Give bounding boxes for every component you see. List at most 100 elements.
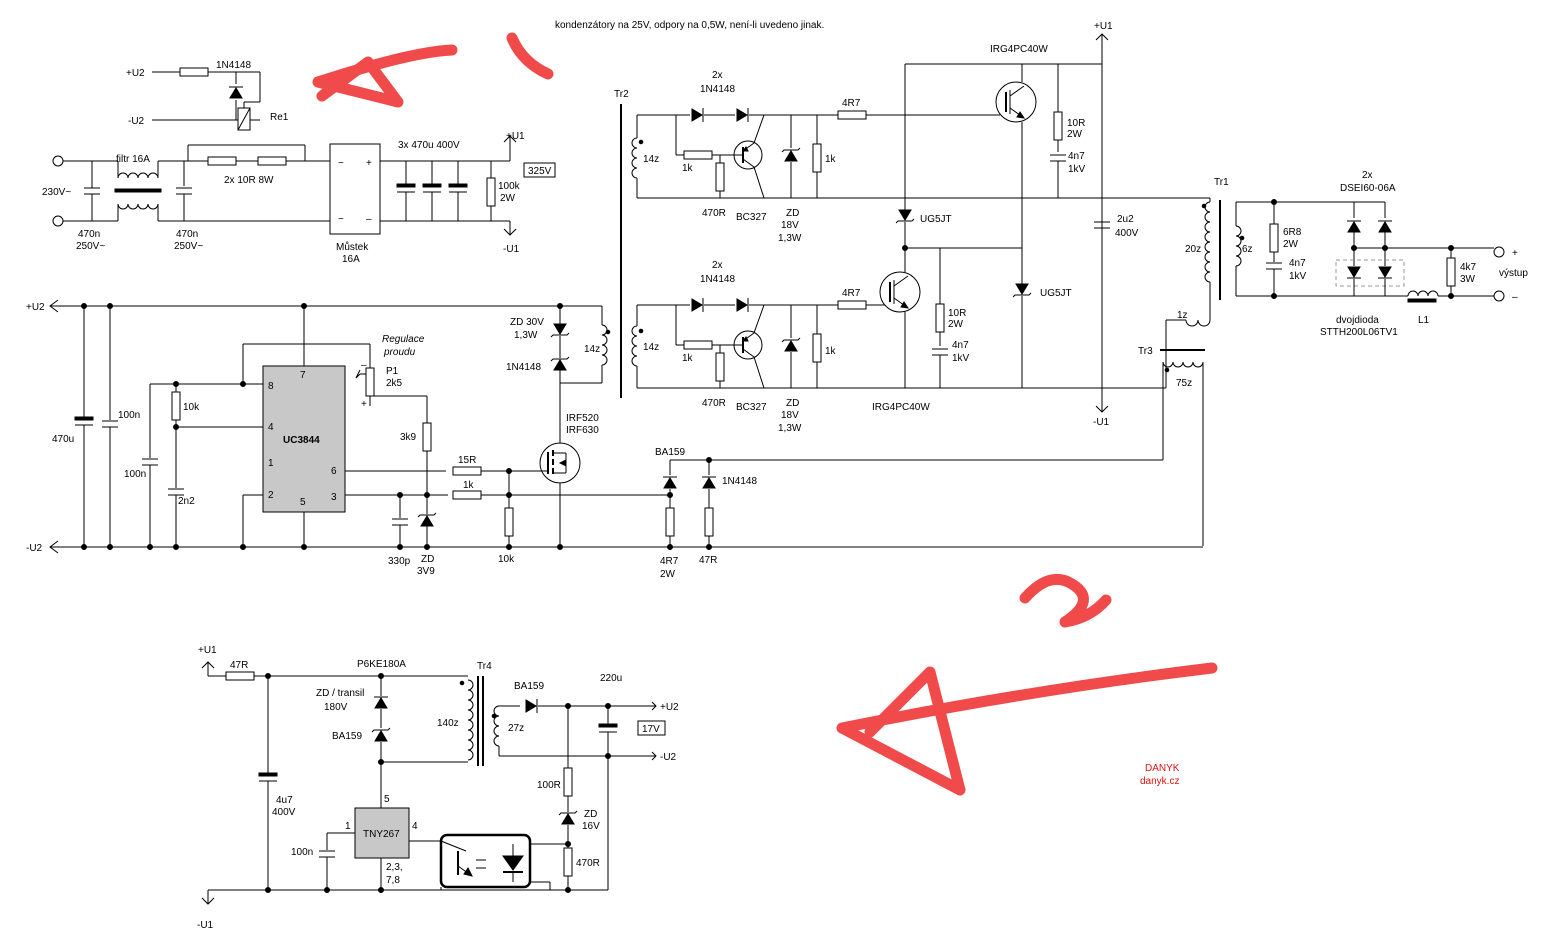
pot-label: P1 <box>386 366 399 377</box>
cap-label: 1kV <box>1068 164 1086 175</box>
pin-label: 4 <box>412 821 418 832</box>
aux-turns: 1z <box>1177 310 1188 321</box>
rail-label: -U2 <box>128 116 145 127</box>
cap-label: 4n7 <box>952 340 969 351</box>
rail-label: -U1 <box>503 244 520 255</box>
winding-label: 14z <box>584 344 600 355</box>
diode-qty: 2x <box>712 70 723 81</box>
resistor-label: 2W <box>660 569 676 580</box>
rail-label: -U1 <box>1093 417 1110 428</box>
zd-voltage: 18V <box>781 410 799 421</box>
bridge-rating: 16A <box>342 254 360 265</box>
rail-label: -U2 <box>26 543 43 554</box>
svg-text:+: + <box>366 158 372 169</box>
tr4-label: Tr4 <box>477 661 492 672</box>
resistor-label: 470R <box>702 208 726 219</box>
gate-drive-section: Tr2 14z 2x 1N4148 4R7 1k BC327 470R ZD 1… <box>614 21 1139 434</box>
note-text: kondenzátory na 25V, odpory na 0,5W, nen… <box>555 20 824 31</box>
pin-label: 3 <box>331 492 337 503</box>
dual-diode-part: STTH200L06TV1 <box>1320 327 1398 338</box>
cap-label: 100n <box>291 847 313 858</box>
cap-label: 470n <box>176 229 198 240</box>
bridge-label: Můstek <box>336 241 369 253</box>
winding-label: 27z <box>508 723 524 734</box>
cap-label: 330p <box>388 556 411 567</box>
resistor-label: 2W <box>500 193 516 204</box>
cap-label: 220u <box>600 673 622 684</box>
bulk-caps-label: 3x 470u 400V <box>398 140 460 151</box>
cap-label: 470u <box>52 434 74 445</box>
bulk-caps <box>396 161 468 221</box>
tr2-label: Tr2 <box>614 89 629 100</box>
tr3-label: Tr3 <box>1138 346 1153 357</box>
svg-text:~: ~ <box>338 214 344 225</box>
cap-label: 250V~ <box>174 241 203 252</box>
pin-label: 2 <box>268 490 274 501</box>
pin-label: 4 <box>268 422 274 433</box>
resistor-label: 2W <box>948 319 964 330</box>
cap-label: 100n <box>118 410 140 421</box>
resistor-label: 4R7 <box>842 288 861 299</box>
resistor-label: 4R7 <box>842 98 861 109</box>
resistor-label: 3W <box>1460 274 1476 285</box>
resistor-label: 470R <box>702 398 726 409</box>
transil-label: P6KE180A <box>357 659 406 670</box>
pin-label: 5 <box>300 497 306 508</box>
sec-turns: 6z <box>1242 244 1253 255</box>
resistor-label: 100k <box>498 181 521 192</box>
pin-label: 2,3, <box>386 862 403 873</box>
credit-name: DANYK <box>1145 763 1180 774</box>
cap-label: 400V <box>272 807 296 818</box>
out-plus: + <box>1512 248 1518 259</box>
diode-label: 1N4148 <box>700 84 735 95</box>
diode-qty: 2x <box>1362 170 1373 181</box>
igbt-label: IRG4PC40W <box>990 44 1048 55</box>
diode-label: BA159 <box>332 731 362 742</box>
resistor-label: 10k <box>183 402 200 413</box>
out-voltage: 17V <box>642 724 660 735</box>
zd-voltage: 16V <box>582 821 600 832</box>
cap-label: 400V <box>1115 228 1139 239</box>
resistor-label: 1k <box>463 480 475 491</box>
zd-label: ZD <box>421 554 434 565</box>
resistor-label: 1k <box>825 154 837 165</box>
diode-qty: 2x <box>712 260 723 271</box>
zd-voltage: 3V9 <box>417 566 435 577</box>
pot-value: 2k5 <box>386 378 403 389</box>
credit-url: danyk.cz <box>1140 776 1179 787</box>
red-annotation-arrow-1 <box>312 32 554 108</box>
rail-label: +U1 <box>1094 21 1113 32</box>
diode-label: 1N4148 <box>700 274 735 285</box>
resistor-label: 10R <box>1067 118 1085 129</box>
pot-title: Regulace <box>382 334 425 345</box>
inductor-label: L1 <box>1418 315 1430 326</box>
winding-label: 140z <box>437 718 459 729</box>
diode-label: 1N4148 <box>722 476 757 487</box>
pin-label: 7,8 <box>386 875 400 886</box>
pin-label: 8 <box>268 381 274 392</box>
pin-label: 6 <box>331 466 337 477</box>
resistor-label: 3k9 <box>400 432 417 443</box>
cap-label: 100n <box>124 469 146 480</box>
dual-diode-title: dvojdioda <box>1336 315 1379 326</box>
cap-label: 4u7 <box>276 795 293 806</box>
tr3-turns: 75z <box>1176 378 1192 389</box>
rail-label: -U2 <box>660 752 677 763</box>
tny267-ic <box>354 807 410 859</box>
resistor-label: 1k <box>825 346 837 357</box>
tr1-label: Tr1 <box>1214 177 1229 188</box>
rail-label: +U2 <box>126 68 145 79</box>
mosfet-label: IRF630 <box>566 425 599 436</box>
prim-turns: 20z <box>1185 244 1201 255</box>
resistor-label: 15R <box>458 455 476 466</box>
optocoupler <box>439 833 532 889</box>
winding-label: 14z <box>643 154 659 165</box>
relay-label: Re1 <box>270 112 289 123</box>
input-voltage: 230V~ <box>42 187 71 198</box>
relay-diode-label: 1N4148 <box>216 60 251 71</box>
resistor-label: 1k <box>682 353 694 364</box>
cap-label: 470n <box>78 229 100 240</box>
output-section: Tr1 20z 1z Tr3 75z 6z 6R8 2W 4n7 1kV 2x … <box>1102 170 1528 546</box>
igbt-label: IRG4PC40W <box>872 402 930 413</box>
winding-label: 14z <box>643 342 659 353</box>
